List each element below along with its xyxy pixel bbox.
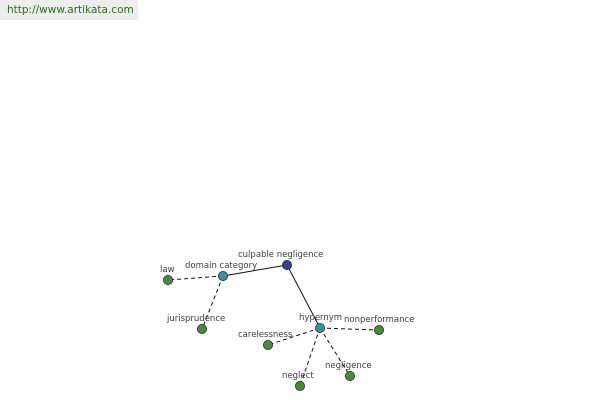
nodes-layer <box>162 259 384 391</box>
label-neglect: neglect <box>282 371 314 381</box>
node-jurisprudence[interactable] <box>196 323 207 334</box>
node-law[interactable] <box>162 274 173 285</box>
node-nonperformance[interactable] <box>373 324 384 335</box>
edge-domain-category-to-jurisprudence <box>201 275 224 330</box>
label-carelessness: carelessness <box>238 330 293 340</box>
label-domain-category: domain category <box>185 261 257 271</box>
edge-hypernym-to-neglect <box>299 327 321 387</box>
node-culpable-negligence[interactable] <box>281 259 292 270</box>
label-law: law <box>160 265 175 275</box>
edge-culpable-negligence-to-hypernym <box>286 264 321 329</box>
edges-layer <box>167 264 380 387</box>
label-culpable-negligence: culpable negligence <box>238 250 323 260</box>
edge-hypernym-to-carelessness <box>267 327 321 346</box>
edge-hypernym-to-negligence <box>319 327 351 377</box>
edge-hypernym-to-nonperformance <box>319 327 380 331</box>
label-nonperformance: nonperformance <box>344 315 414 325</box>
label-jurisprudence: jurisprudence <box>166 314 225 324</box>
watermark-url[interactable]: http://www.artikata.com <box>0 0 138 20</box>
edge-culpable-negligence-to-domain-category <box>222 264 288 277</box>
node-neglect[interactable] <box>294 380 305 391</box>
node-negligence[interactable] <box>344 370 355 381</box>
node-hypernym[interactable] <box>314 322 325 333</box>
label-negligence: negligence <box>325 361 372 371</box>
edge-domain-category-to-law <box>167 275 224 281</box>
node-carelessness[interactable] <box>262 339 273 350</box>
label-hypernym: hypernym <box>299 313 342 323</box>
node-domain-category[interactable] <box>217 270 228 281</box>
